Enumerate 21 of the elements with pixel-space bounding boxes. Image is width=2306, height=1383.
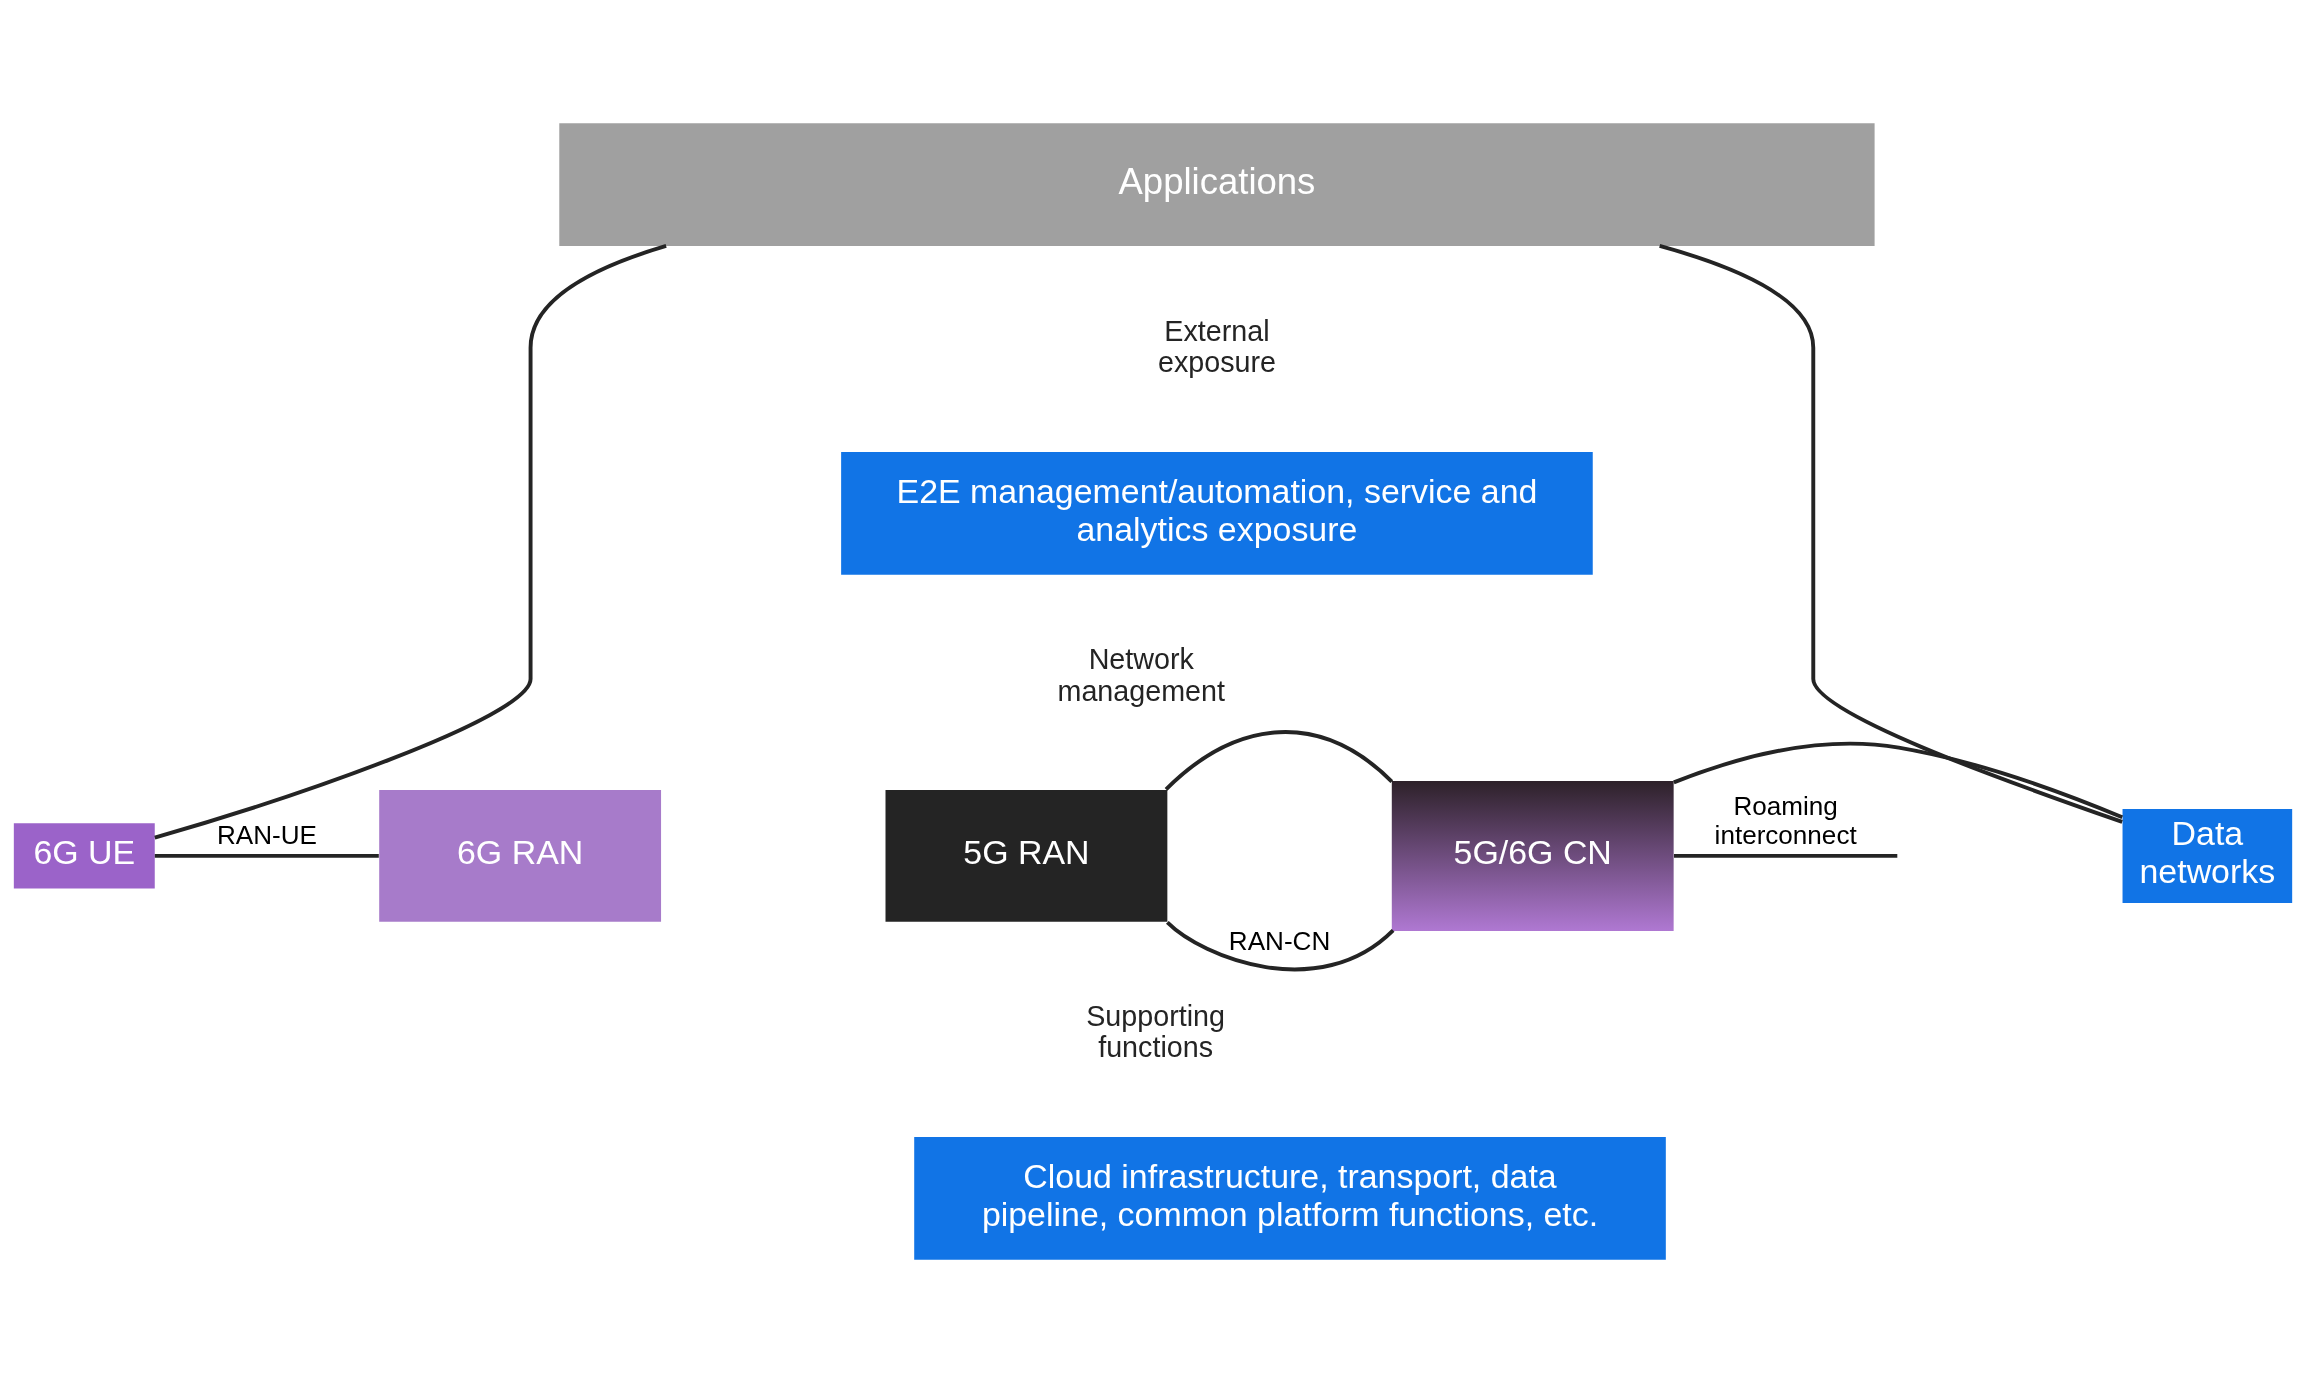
node-box: Applications (559, 123, 1875, 246)
node-box: 5G/6G CN (1391, 780, 1674, 931)
node-box: Cloud infrastructure, transport, data pipeline, common platform functions, etc. (914, 1137, 1666, 1260)
edge-label: Roaming interconnect (1714, 791, 1857, 851)
node-box: E2E management/automation, service and analytics exposure (841, 452, 1593, 575)
connector (1673, 741, 2124, 820)
node-box: Data networks (2122, 808, 2293, 903)
node-box: 5G RAN (885, 790, 1168, 922)
edge-label: RAN-UE (216, 820, 317, 851)
label: Supporting functions (1086, 999, 1225, 1063)
connector (1164, 730, 1394, 791)
label: Network management (1057, 643, 1225, 707)
connector (154, 244, 667, 840)
connector (1674, 853, 1898, 858)
connector (154, 853, 379, 858)
node-box: 6G UE (13, 823, 155, 889)
label: External exposure (1157, 314, 1276, 378)
connector (1166, 921, 1395, 972)
node-box: 6G RAN (379, 790, 662, 922)
connector (1659, 244, 2123, 824)
edge-label: RAN-CN (1228, 925, 1331, 956)
